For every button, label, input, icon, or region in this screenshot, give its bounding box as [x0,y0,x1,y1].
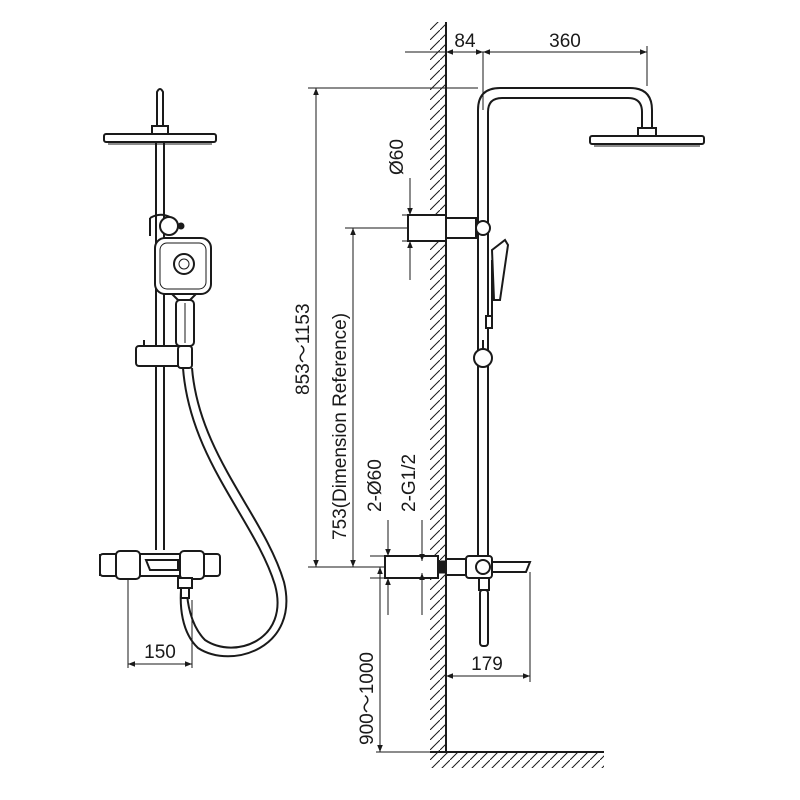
dimension-84: 84 [405,31,484,110]
dimension-179: 179 [446,572,531,682]
thermostatic-mixer-side [384,555,532,647]
front-view: 150 [99,88,288,668]
wall-section [430,22,604,768]
dimension-84-label: 84 [454,31,476,52]
dimension-inlet-thread: 2-G1/2 [399,454,425,615]
dimension-floor-height-label: 900～1000 [357,652,378,745]
dimension-179-label: 179 [471,654,503,675]
slider-side [473,340,493,368]
dimension-inlet-diameter-label: 2-Ø60 [365,459,386,512]
dimension-diameter-upper-label: Ø60 [387,139,408,175]
dimension-150-label: 150 [144,642,176,663]
dimension-height-range-label: 853～1153 [293,303,314,395]
dimension-inlet-diameter: 2-Ø60 [365,459,391,615]
side-view: 84 360 Ø60 853～1153 753(Dimension R [293,22,705,768]
dimension-height-range: 853～1153 [293,87,478,568]
handshower-head-front [154,237,212,347]
dimension-150: 150 [127,580,193,668]
dimension-inlet-thread-label: 2-G1/2 [399,454,420,512]
slider-bracket [135,340,193,369]
rain-shower-head-side [589,127,705,147]
riser-pipe-side [477,87,653,570]
dimension-reference: 753(Dimension Reference) [330,227,408,567]
rain-shower-head-front [103,88,217,145]
dimension-360-label: 360 [549,31,581,52]
dimension-reference-label: 753(Dimension Reference) [330,313,351,540]
handshower-side [485,238,510,329]
handshower-holder [149,213,185,236]
thermostatic-mixer-front [99,550,221,599]
dimension-diameter-upper: Ø60 [387,139,430,280]
shower-hose [179,367,288,658]
dimension-360: 360 [483,31,648,86]
dimension-floor-height: 900～1000 [357,567,430,753]
upper-wall-bracket [407,214,491,242]
